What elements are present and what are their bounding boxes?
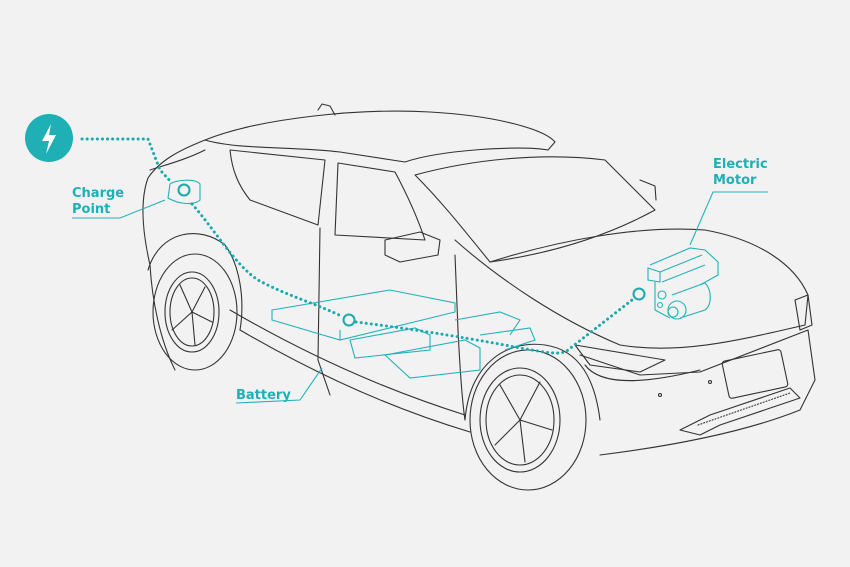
motor-marker [632, 287, 646, 301]
battery-pack [271, 289, 536, 379]
charge-point-label-line1: Charge [72, 186, 125, 201]
lightning-bolt-icon [25, 114, 73, 162]
motor-leader-line [689, 191, 768, 246]
rear-wheel [152, 253, 238, 371]
battery-leader-line [235, 367, 323, 404]
charge-point-marker [177, 183, 191, 197]
charge-point-leader-line [72, 199, 166, 219]
car-outline [142, 103, 816, 456]
electric-motor-label: Electric Motor [713, 157, 768, 189]
front-wheel [469, 349, 587, 491]
battery-marker [342, 313, 356, 327]
charge-point-label-line2: Point [72, 202, 111, 217]
energy-path-icon-to-port [80, 137, 174, 185]
battery-label: Battery [236, 388, 291, 403]
energy-path-battery-to-motor [354, 298, 634, 355]
electric-motor-label-line1: Electric [713, 157, 768, 172]
charge-point-label: Charge Point [72, 186, 124, 218]
energy-path-port-to-battery [190, 202, 345, 319]
electric-motor [647, 247, 719, 320]
charge-port [167, 179, 201, 205]
electric-motor-label-line2: Motor [713, 173, 757, 188]
